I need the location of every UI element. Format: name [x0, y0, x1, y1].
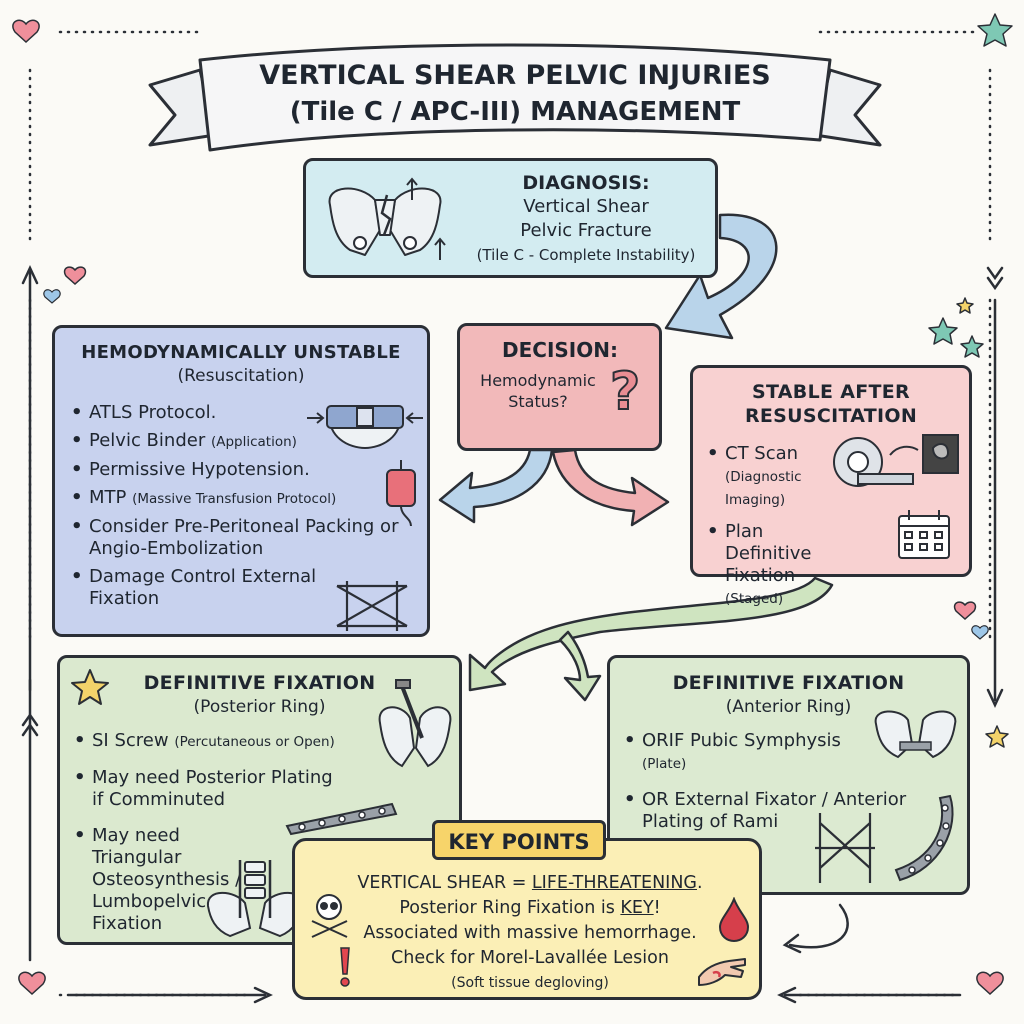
arrow-stable-to-anterior [558, 630, 602, 702]
ct-scanner-icon [833, 434, 959, 487]
skull-crossbones-icon [311, 894, 348, 938]
pelvis-fracture-icon [328, 177, 446, 260]
diagnosis-line-3: (Tile C - Complete Instability) [476, 246, 696, 264]
stable-heading-2: RESUSCITATION [744, 405, 918, 427]
keypoints-line-2: Posterior Ring Fixation is KEY! [399, 898, 661, 918]
posterior-plate-icon [285, 802, 398, 836]
anterior-heading: DEFINITIVE FIXATION [672, 672, 905, 694]
keypoints-line-3: Associated with massive hemorrhage. [363, 923, 697, 943]
unstable-item: ATLS Protocol. [69, 402, 409, 424]
unstable-item: Permissive Hypotension. [69, 459, 409, 481]
decision-heading: DECISION: [502, 338, 618, 362]
unstable-heading: HEMODYNAMICALLY UNSTABLE [81, 342, 401, 363]
question-mark-icon: ? [609, 361, 641, 423]
anterior-list: ORIF Pubic Symphysis (Plate) OR External… [622, 730, 942, 839]
unstable-box: HEMODYNAMICALLY UNSTABLE (Resuscitation)… [52, 325, 430, 637]
posterior-subheading: (Posterior Ring) [193, 697, 326, 717]
diagnosis-box: DIAGNOSIS: Vertical Shear Pelvic Fractur… [303, 158, 718, 278]
pelvic-binder-icon [307, 405, 423, 450]
page-title: VERTICAL SHEAR PELVIC INJURIES (Tile C /… [215, 58, 815, 130]
blood-bag-icon [386, 460, 416, 527]
anterior-item: OR External Fixator / Anterior Plating o… [622, 789, 942, 833]
posterior-item: May need Posterior Plating if Comminuted [72, 767, 342, 811]
title-line-1: VERTICAL SHEAR PELVIC INJURIES [259, 60, 771, 91]
stable-list: CT Scan(Diagnostic Imaging) Plan Definit… [705, 443, 855, 616]
diagnosis-line-1: Vertical Shear [523, 196, 649, 217]
heart-icon [12, 19, 1004, 996]
diagnosis-heading: DIAGNOSIS: [522, 172, 650, 194]
unstable-item: Pelvic Binder (Application) [69, 430, 329, 453]
stable-box: STABLE AFTER RESUSCITATION CT Scan(Diagn… [690, 365, 972, 607]
rami-plate-icon [894, 794, 954, 882]
star-icon [71, 669, 109, 705]
title-line-2: (Tile C / APC-III) MANAGEMENT [289, 97, 741, 127]
posterior-box: DEFINITIVE FIXATION (Posterior Ring) SI … [57, 655, 462, 945]
unstable-item: Consider Pre-Peritoneal Packing or Angio… [69, 516, 409, 560]
diagnosis-line-2: Pelvic Fracture [520, 220, 652, 241]
anterior-subheading: (Anterior Ring) [725, 697, 852, 717]
warning-exclamation-icon [340, 947, 350, 987]
posterior-heading: DEFINITIVE FIXATION [143, 672, 376, 694]
keypoints-label: KEY POINTS [432, 820, 606, 860]
pubic-plate-icon [874, 710, 957, 759]
unstable-list: ATLS Protocol. Pelvic Binder (Applicatio… [69, 402, 409, 616]
external-fixator-icon [815, 813, 875, 883]
posterior-list: SI Screw (Percutaneous or Open) May need… [72, 730, 372, 941]
star-icon [977, 13, 1013, 47]
arrow-diagnosis-to-decision [664, 213, 778, 340]
hand-injury-icon [698, 958, 746, 986]
unstable-item: MTP (Massive Transfusion Protocol) [69, 487, 409, 510]
stable-heading-1: STABLE AFTER [752, 381, 910, 403]
decision-line-2: Status? [508, 392, 568, 411]
si-screw-icon [378, 679, 452, 768]
arrow-decision-to-unstable [438, 448, 554, 524]
unstable-item: Damage Control External Fixation [69, 566, 329, 610]
posterior-item: May need Triangular Osteosynthesis / Lum… [72, 825, 272, 935]
keypoints-line-5: (Soft tissue degloving) [451, 975, 609, 991]
anterior-item: ORIF Pubic Symphysis (Plate) [622, 730, 882, 775]
decision-box: DECISION: Hemodynamic Status? ? [457, 323, 662, 451]
decision-line-1: Hemodynamic [480, 371, 596, 390]
keypoints-line-1: VERTICAL SHEAR = LIFE-THREATENING. [357, 873, 703, 893]
arrow-decision-to-stable [551, 448, 670, 527]
lumbopelvic-icon [206, 860, 304, 938]
posterior-item: SI Screw (Percutaneous or Open) [72, 730, 372, 753]
unstable-subheading: (Resuscitation) [177, 366, 305, 386]
external-fixator-icon [336, 581, 408, 631]
stable-item: Plan Definitive Fixation (Staged) [705, 521, 855, 610]
calendar-icon [898, 510, 950, 559]
blood-drop-icon [718, 897, 750, 943]
keypoints-box: VERTICAL SHEAR = LIFE-THREATENING. Poste… [292, 838, 762, 1000]
stable-item: CT Scan(Diagnostic Imaging) [705, 443, 855, 511]
keypoints-line-4: Check for Morel-Lavallée Lesion [391, 948, 669, 968]
title-banner [148, 43, 882, 152]
